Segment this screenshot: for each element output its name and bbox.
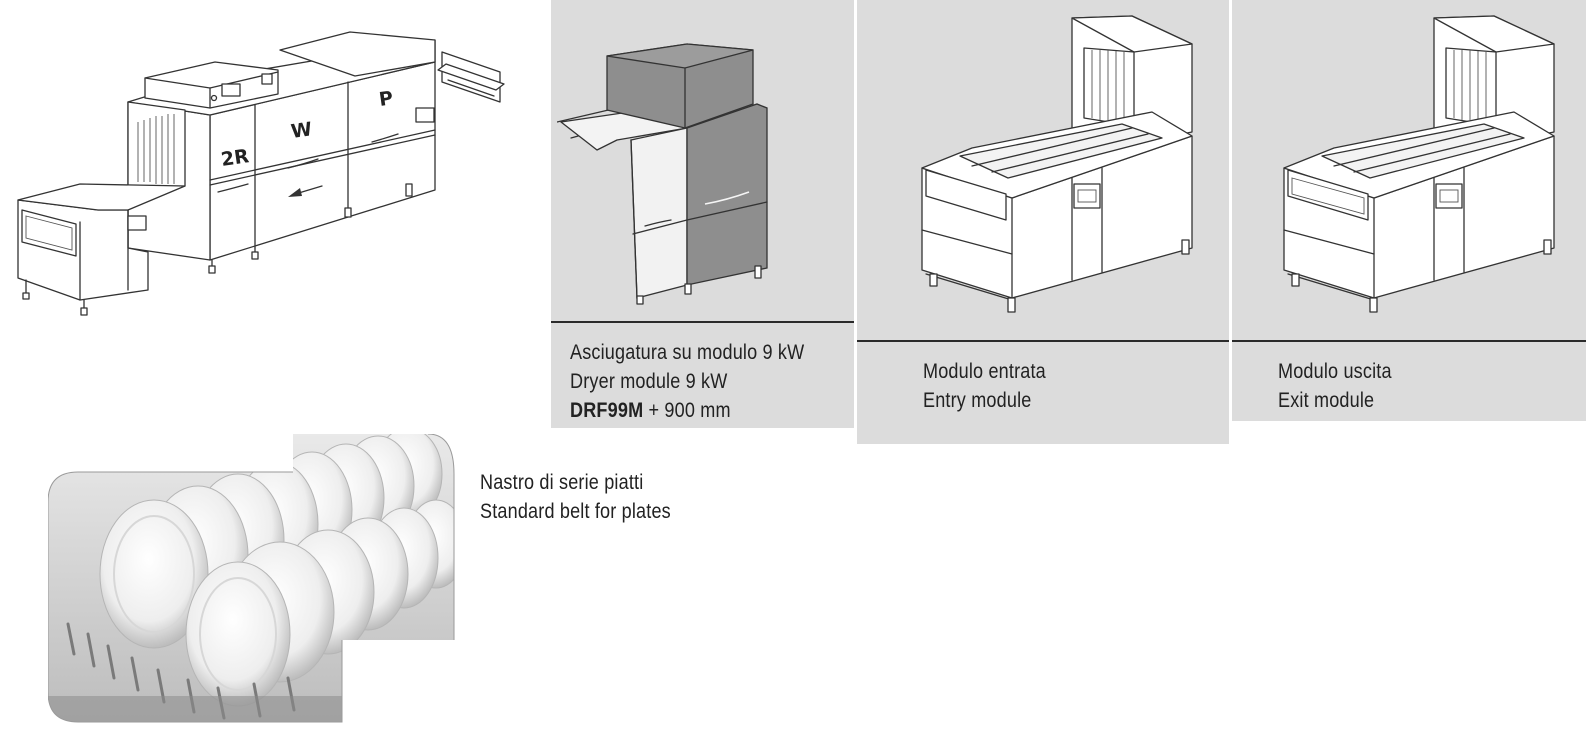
plates-on-belt-photo: [48, 434, 456, 724]
entry-module-panel: Modulo entrata Entry module: [857, 0, 1229, 444]
entry-divider: [857, 340, 1229, 342]
dryer-module-panel: Asciugatura su modulo 9 kW Dryer module …: [551, 0, 854, 428]
exit-caption-line-1: Modulo uscita: [1278, 360, 1392, 383]
entry-caption-line-1: Modulo entrata: [923, 360, 1046, 383]
belt-caption: Nastro di serie piatti Standard belt for…: [480, 468, 671, 526]
entry-caption-line-2: Entry module: [923, 389, 1032, 412]
exit-module-panel: Modulo uscita Exit module: [1232, 0, 1586, 421]
conveyor-dishwasher-illustration: 2R W P: [10, 10, 510, 320]
entry-module-illustration: [912, 8, 1212, 328]
dryer-model-suffix: + 900 mm: [643, 399, 731, 422]
exit-module-illustration: [1274, 8, 1574, 328]
dryer-caption-line-1: Asciugatura su modulo 9 kW: [570, 341, 805, 364]
dryer-model-code: DRF99M: [570, 399, 644, 422]
zone-label-p: P: [378, 87, 395, 111]
belt-caption-line-1: Nastro di serie piatti: [480, 471, 644, 494]
zone-label-w: W: [290, 118, 314, 143]
zone-label-2r: 2R: [220, 145, 251, 171]
dryer-caption: Asciugatura su modulo 9 kW Dryer module …: [570, 338, 804, 425]
dryer-divider: [551, 321, 854, 323]
belt-caption-line-2: Standard belt for plates: [480, 500, 671, 523]
exit-caption-line-2: Exit module: [1278, 389, 1375, 412]
entry-caption: Modulo entrata Entry module: [923, 357, 1046, 415]
exit-caption: Modulo uscita Exit module: [1278, 357, 1392, 415]
dryer-caption-line-2: Dryer module 9 kW: [570, 370, 728, 393]
dryer-module-illustration: [557, 40, 847, 310]
dryer-caption-model: DRF99M + 900 mm: [570, 396, 804, 425]
exit-divider: [1232, 340, 1586, 342]
